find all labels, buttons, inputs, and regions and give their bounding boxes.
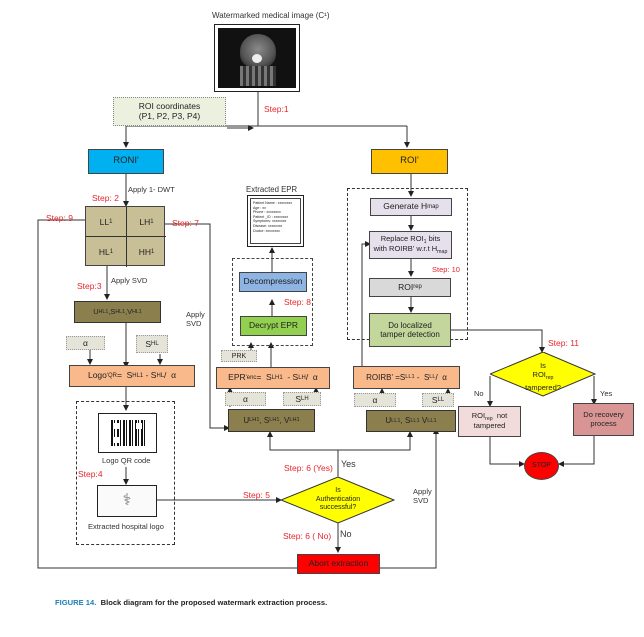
hospital-logo-caption: Extracted hospital logo — [88, 522, 164, 531]
step-6-no-label: Step: 6 ( No) — [283, 531, 332, 541]
decompression-box: Decompression — [239, 272, 307, 292]
tamper-decision-diamond — [490, 352, 596, 397]
alpha-param-ll: α — [354, 393, 396, 407]
step-11-label: Step: 11 — [548, 338, 580, 348]
epr-field-line: Patient Name : xxxxxxxx — [253, 201, 293, 205]
step-9-label: Step: 9 — [46, 213, 73, 223]
extracted-epr-title: Extracted EPR — [246, 185, 298, 194]
apply-dwt-label: Apply 1- DWT — [128, 185, 175, 194]
yes-label-tamper: Yes — [600, 389, 613, 398]
epr-field-line: Patient _ID : xxxxxxxx — [253, 214, 289, 219]
epr-field-line: Age : xx — [253, 205, 266, 210]
alpha-param-hl: α — [66, 336, 105, 350]
roni-box: RONI' — [88, 149, 164, 174]
roi-coordinates-label: ROI coordinates — [138, 100, 201, 111]
step-8-label: Step: 8 — [284, 297, 311, 307]
qr-code-image — [98, 413, 157, 453]
authentication-decision-diamond — [281, 477, 395, 524]
watermarked-image-frame — [214, 24, 300, 92]
qr-code-caption: Logo QR code — [102, 456, 151, 465]
apply-svd-label: Apply SVD — [111, 276, 148, 285]
qr-code-icon — [110, 420, 145, 446]
watermarked-image-title: Watermarked medical image (C¹) — [212, 11, 330, 20]
yes-label-auth: Yes — [341, 459, 356, 469]
step-2-label: Step: 2 — [92, 193, 119, 203]
caduceus-icon: ⚕ — [122, 492, 132, 509]
no-label-tamper: No — [474, 389, 484, 398]
epr-field-line: Doctor: xxxxxxxx — [253, 228, 280, 233]
roi-coordinates-box: ROI coordinates (P1, P2, P3, P4) — [113, 97, 226, 126]
step-5-label: Step: 5 — [243, 490, 270, 500]
epr-decrypt-group — [232, 258, 313, 346]
extracted-hospital-logo-image: ⚕ — [97, 485, 157, 517]
step-10-label: Step: 10 — [432, 265, 460, 274]
tamper-decision-text: Is ROIrep tampered? — [525, 361, 561, 392]
replace-roi-bits-box: Replace ROI1 bits with ROIRB' w.r.t Hmap — [369, 231, 452, 259]
alpha-param-lh: α — [225, 392, 266, 406]
step-6-yes-label: Step: 6 (Yes) — [284, 463, 333, 473]
logo-extraction-group — [76, 401, 175, 545]
roi-box: ROI' — [371, 149, 448, 174]
epr-field-line: Phone : xxxxxxxx — [253, 210, 281, 215]
step-3-label: Step:3 — [77, 281, 102, 291]
epr-field-line: Disease: xxxxxxxx — [253, 223, 283, 228]
tamper-detection-box: Do localized tamper detection — [369, 313, 451, 347]
epr-field-line: Symptoms: xxxxxxxx — [253, 219, 287, 224]
roi-not-tampered-box: ROIrep not tampered — [458, 406, 521, 437]
recovery-process-box: Do recovery process — [573, 403, 634, 436]
roi-coordinates-points: (P1, P2, P3, P4) — [138, 110, 201, 121]
step-4-label: Step:4 — [78, 469, 103, 479]
figure-caption: FIGURE 14. Block diagram for the propose… — [55, 598, 327, 607]
figure-caption-text: Block diagram for the proposed watermark… — [100, 598, 328, 607]
step-1-label: Step:1 — [264, 104, 289, 114]
decrypt-epr-box: Decrypt EPR — [240, 316, 307, 336]
no-label-auth: No — [340, 529, 352, 539]
mri-brain-image — [218, 28, 296, 88]
step-7-label: Step: 7 — [172, 218, 199, 228]
figure-number: FIGURE 14. — [55, 598, 97, 607]
stop-terminal: STOP — [524, 452, 559, 480]
abort-extraction-box: Abort extraction — [297, 554, 380, 574]
prk-param: PRK — [221, 350, 257, 362]
